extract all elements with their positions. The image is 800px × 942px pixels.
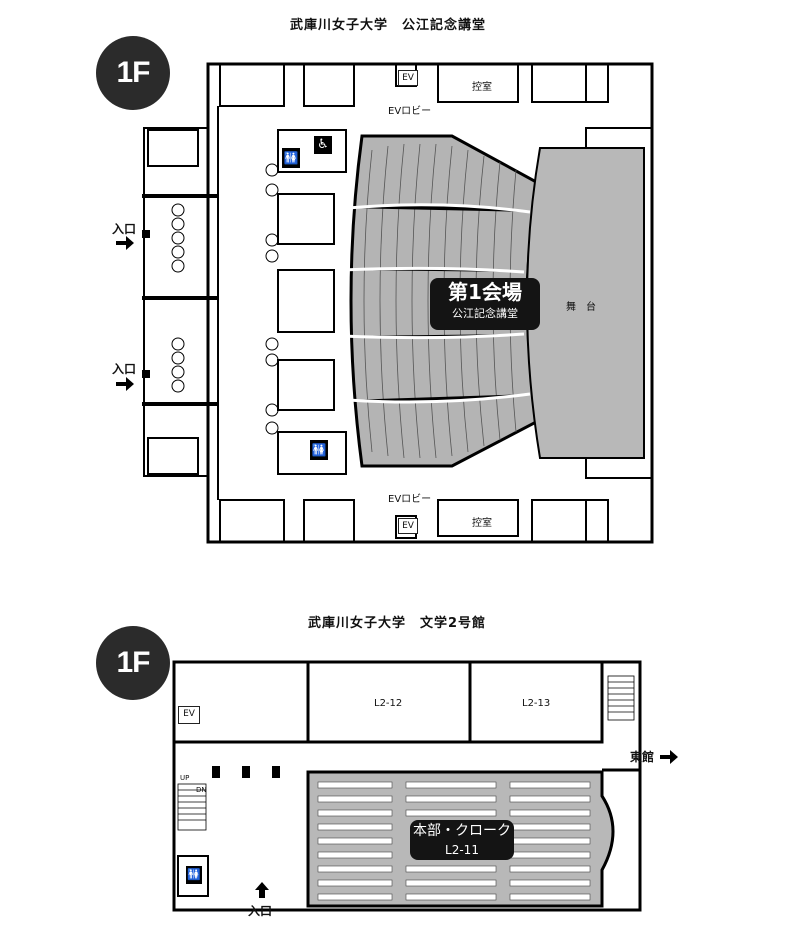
restroom-icon: 🚻: [282, 148, 300, 168]
map2-floor-badge: 1F: [96, 626, 170, 700]
main-room-label: 本部・クローク L2-11: [410, 820, 514, 860]
map1-title: 武庫川女子大学 公江記念講堂: [290, 18, 487, 33]
entrance-top: 入口: [112, 222, 137, 236]
room-l2-13: L2-13: [522, 698, 551, 709]
hall1-name: 第1会場: [448, 280, 522, 304]
stairs-dn: DN: [196, 786, 207, 794]
ctrl-room-bottom: 控室: [472, 518, 492, 529]
hall1-sub: 公江記念講堂: [452, 307, 518, 320]
ev-lobby-top: EVロビー: [388, 106, 432, 117]
ctrl-room-top: 控室: [472, 82, 492, 93]
room-l2-12: L2-12: [374, 698, 403, 709]
entrance-bottom: 入口: [112, 362, 137, 376]
arrow-up-icon: [255, 882, 269, 898]
ev-top: EV: [398, 70, 418, 86]
arrow-right-icon: [116, 236, 134, 250]
arrow-right-icon: [660, 750, 678, 764]
main-room-name: 本部・クローク: [413, 823, 511, 839]
east-wing-label: 東館: [630, 750, 655, 764]
wheelchair-icon: ♿: [314, 136, 332, 154]
stairs-up: UP: [180, 774, 190, 782]
map2-ev: EV: [178, 706, 200, 724]
main-room-no: L2-11: [445, 843, 479, 857]
stage-label: 舞 台: [566, 302, 596, 313]
restroom-icon: 🚻: [310, 440, 328, 460]
ev-lobby-bottom: EVロビー: [388, 494, 432, 505]
ev-bottom: EV: [398, 518, 418, 534]
map2-title: 武庫川女子大学 文学2号館: [308, 616, 487, 631]
hall1-label: 第1会場 公江記念講堂: [430, 278, 540, 330]
map2-floor-label: 1F: [116, 646, 150, 679]
map1-floor-label: 1F: [116, 56, 150, 89]
arrow-right-icon: [116, 377, 134, 391]
map1-floor-badge: 1F: [96, 36, 170, 110]
restroom-icon: 🚻: [186, 866, 202, 884]
map2-entrance: 入口: [248, 904, 273, 918]
